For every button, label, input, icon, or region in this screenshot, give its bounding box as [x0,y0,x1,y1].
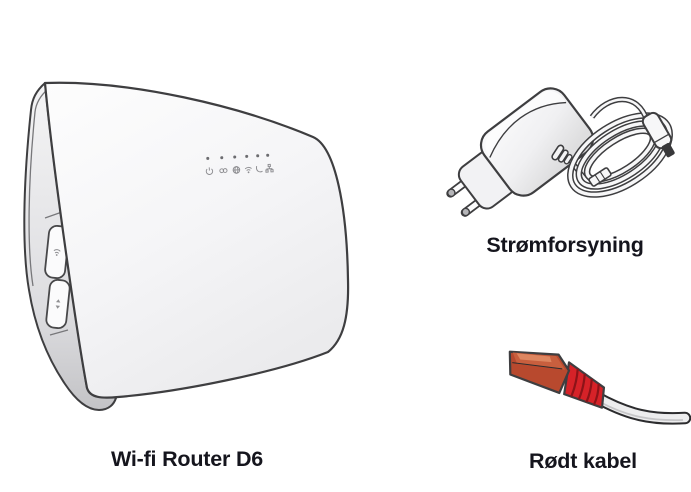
internet-led-icon [232,166,241,174]
led-panel [205,153,274,175]
phone-led-icon [255,165,263,173]
rj45-connector [508,350,606,409]
barrel-connector [641,111,675,158]
wifi-icon [53,249,61,256]
wps-icon [55,299,61,309]
lan-led-icon [265,163,274,173]
router-front-face [43,81,350,399]
strain-relief [551,144,573,165]
adapter-body [446,87,595,217]
cable-cord [589,390,691,425]
red-cable-label: Rødt kabel [529,449,637,473]
plug-pins [446,178,484,217]
cable-tie [588,167,612,187]
router-illustration [23,81,350,411]
power-led-icon [205,167,214,175]
wifi-led-icon [244,166,252,174]
power-supply-illustration [446,87,675,217]
power-supply-label: Strømforsyning [486,233,644,257]
wps-button [45,278,71,330]
router-label: Wi-fi Router D6 [110,447,264,471]
broadband-led-icon [219,168,228,174]
red-cable-illustration [508,350,691,425]
